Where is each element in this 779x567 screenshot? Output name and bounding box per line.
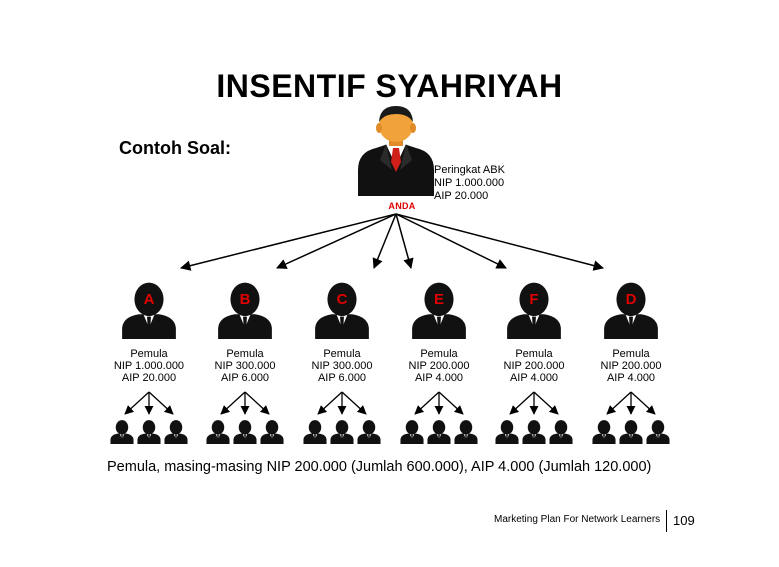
sub-arrow — [606, 391, 632, 415]
child-rank: Pemula — [420, 348, 458, 360]
child-nip: NIP 200.000 — [408, 360, 470, 372]
sub-arrow — [244, 391, 270, 415]
downline-person-icon — [592, 420, 616, 444]
child-nip: NIP 200.000 — [503, 360, 565, 372]
downline-person-icon — [454, 420, 478, 444]
sub-arrow — [414, 391, 440, 415]
anda-label: ANDA — [388, 201, 416, 211]
example-subtitle: Contoh Soal: — [119, 138, 231, 158]
child-letter: F — [529, 291, 538, 308]
downline-person-icon — [646, 420, 670, 444]
sub-arrow — [533, 391, 559, 415]
downline-person-icon — [427, 420, 451, 444]
child-nip: NIP 300.000 — [214, 360, 276, 372]
downline-person-icon — [164, 420, 188, 444]
arrow-to-child-e — [395, 213, 414, 270]
child-nip: NIP 1.000.000 — [113, 360, 185, 372]
child-rank: Pemula — [612, 348, 650, 360]
child-aip: AIP 4.000 — [509, 372, 559, 384]
child-aip: AIP 4.000 — [606, 372, 656, 384]
child-rank: Pemula — [130, 348, 168, 360]
child-aip: AIP 20.000 — [121, 372, 177, 384]
arrow-to-child-c — [372, 213, 397, 269]
child-rank: Pemula — [515, 348, 553, 360]
downline-person-icon — [260, 420, 284, 444]
downline-person-icon — [330, 420, 354, 444]
downline-person-icon — [206, 420, 230, 444]
top-rank: Peringkat ABK — [434, 164, 505, 176]
downline-person-icon — [233, 420, 257, 444]
child-person-icon — [506, 277, 562, 339]
child-letter: C — [337, 291, 348, 308]
arrow-to-child-d — [395, 213, 605, 271]
downline-person-icon — [110, 420, 134, 444]
child-rank: Pemula — [226, 348, 264, 360]
child-letter: D — [626, 291, 637, 308]
top-aip: AIP 20.000 — [434, 190, 489, 202]
sub-arrow — [438, 391, 464, 415]
summary-text: Pemula, masing-masing NIP 200.000 (Jumla… — [107, 459, 652, 475]
child-person-icon — [121, 277, 177, 339]
sub-arrow — [317, 391, 343, 415]
arrow-to-child-a — [179, 213, 397, 271]
sub-arrow — [509, 391, 535, 415]
child-nip: NIP 300.000 — [311, 360, 373, 372]
child-letter: A — [144, 291, 155, 308]
child-person-icon — [411, 277, 467, 339]
page-number: 109 — [673, 513, 695, 528]
downline-person-icon — [495, 420, 519, 444]
sub-arrow — [630, 391, 656, 415]
top-nip: NIP 1.000.000 — [434, 177, 505, 189]
downline-person-icon — [400, 420, 424, 444]
sub-arrow — [148, 391, 174, 415]
child-nip: NIP 200.000 — [600, 360, 662, 372]
downline-person-icon — [549, 420, 573, 444]
sub-arrow — [341, 391, 367, 415]
downline-person-icon — [619, 420, 643, 444]
arrow-to-child-f — [395, 213, 507, 269]
child-aip: AIP 6.000 — [220, 372, 270, 384]
sub-arrow — [220, 391, 246, 415]
page-title: INSENTIF SYAHRIYAH — [216, 68, 563, 104]
child-letter: E — [434, 291, 444, 308]
sub-arrow — [124, 391, 150, 415]
top-person-icon — [358, 106, 434, 196]
downline-person-icon — [522, 420, 546, 444]
child-aip: AIP 4.000 — [414, 372, 464, 384]
child-aip: AIP 6.000 — [317, 372, 367, 384]
child-person-icon — [603, 277, 659, 339]
child-person-icon — [217, 277, 273, 339]
downline-person-icon — [137, 420, 161, 444]
top-info: Peringkat ABK NIP 1.000.000 AIP 20.000 — [434, 164, 505, 203]
footer-text: Marketing Plan For Network Learners — [494, 514, 661, 525]
child-person-icon — [314, 277, 370, 339]
child-letter: B — [240, 291, 251, 308]
downline-person-icon — [303, 420, 327, 444]
downline-person-icon — [357, 420, 381, 444]
footer-divider — [666, 510, 667, 532]
arrow-to-child-b — [276, 213, 397, 269]
child-rank: Pemula — [323, 348, 361, 360]
